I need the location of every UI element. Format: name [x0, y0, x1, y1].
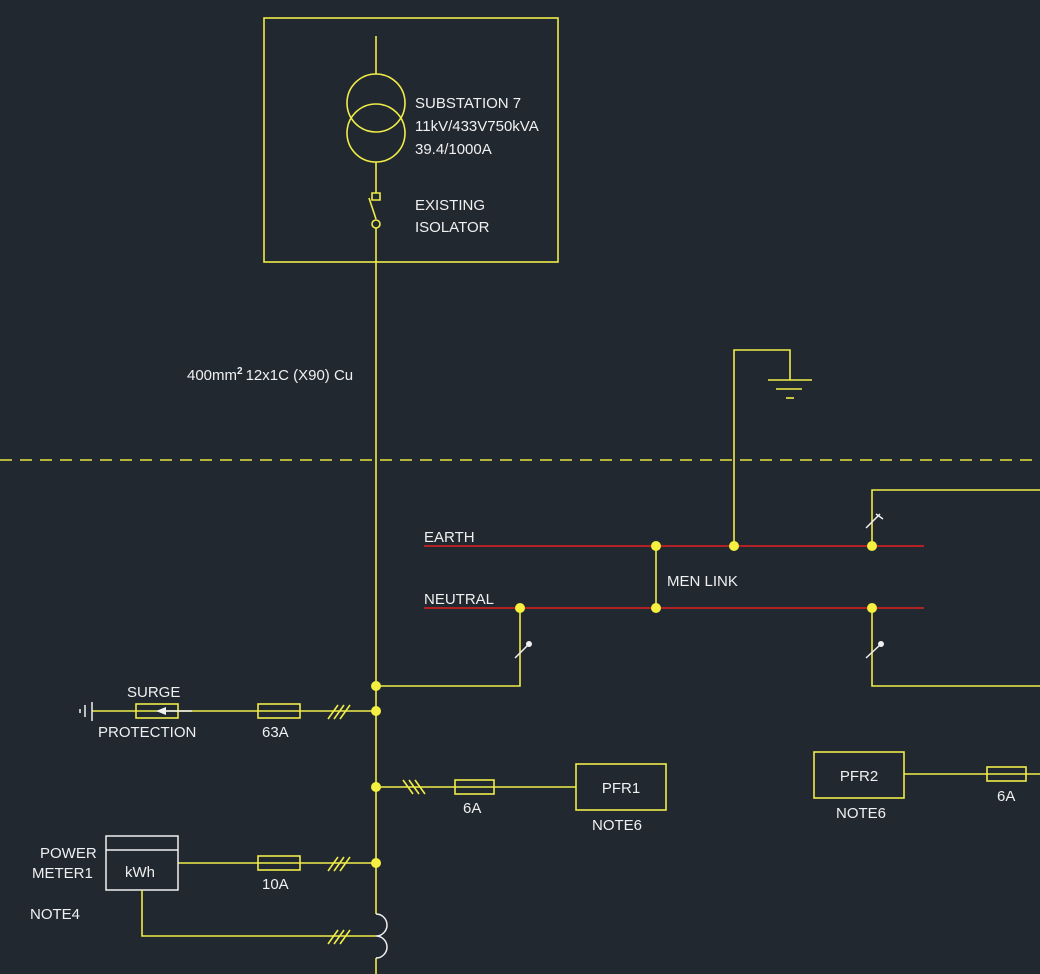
fuse-icon: [986, 766, 1027, 782]
neutral-link-icon: [514, 641, 532, 659]
substation-enclosure: [263, 17, 559, 263]
substation-rating: 11kV/433V750kVA: [415, 118, 539, 135]
pfr1-label: PFR1: [602, 780, 640, 797]
neutral-outgoing: [871, 608, 1040, 687]
surge-circuit: [79, 702, 376, 721]
three-phase-marks-icon: [327, 929, 351, 945]
meter-fuse-rating: 10A: [262, 876, 289, 893]
three-phase-marks-icon: [327, 856, 351, 872]
pfr1-note: NOTE6: [592, 817, 642, 834]
transformer-icon: [346, 36, 406, 193]
pfr2-box: [813, 751, 905, 799]
fuse-icon: [454, 779, 495, 795]
isolator-label-2: ISOLATOR: [415, 219, 490, 236]
substation-current: 39.4/1000A: [415, 141, 492, 158]
isolator-switch-icon: [368, 192, 381, 229]
surge-fuse-rating: 63A: [262, 724, 289, 741]
earth-link-icon: [865, 513, 884, 529]
isolator-label-1: EXISTING: [415, 197, 485, 214]
fuse-icon: [257, 855, 301, 871]
neutral-link-icon-right: [865, 641, 884, 659]
substation-name: SUBSTATION 7: [415, 95, 521, 112]
pfr2-label: PFR2: [840, 768, 878, 785]
pfr1-circuit: [376, 763, 667, 811]
pfr1-box: [575, 763, 667, 811]
surge-label-1: SURGE: [127, 684, 180, 701]
earth-conductor: [733, 349, 791, 546]
three-phase-marks-icon: [402, 779, 426, 795]
earth-outgoing: [871, 489, 1040, 546]
earth-ground-icon: [768, 379, 812, 399]
meter-label-1: POWER: [40, 845, 97, 862]
meter-circuit: [105, 835, 388, 959]
power-meter-box: [105, 835, 179, 891]
pfr2-note: NOTE6: [836, 805, 886, 822]
meter-label-2: METER1: [32, 865, 93, 882]
pfr2-circuit: [813, 751, 1040, 799]
pfr2-fuse-rating: 6A: [997, 788, 1015, 805]
neutral-connection: [376, 608, 521, 687]
meter-note: NOTE4: [30, 906, 80, 923]
men-link-label: MEN LINK: [667, 573, 738, 590]
current-transformer-icon: [375, 913, 388, 959]
surge-label-2: PROTECTION: [98, 724, 196, 741]
fuse-icon: [257, 703, 301, 719]
earth-label: EARTH: [424, 529, 475, 546]
meter-unit: kWh: [125, 864, 155, 881]
three-phase-marks-icon: [327, 704, 351, 720]
pfr1-fuse-rating: 6A: [463, 800, 481, 817]
neutral-label: NEUTRAL: [424, 591, 494, 608]
